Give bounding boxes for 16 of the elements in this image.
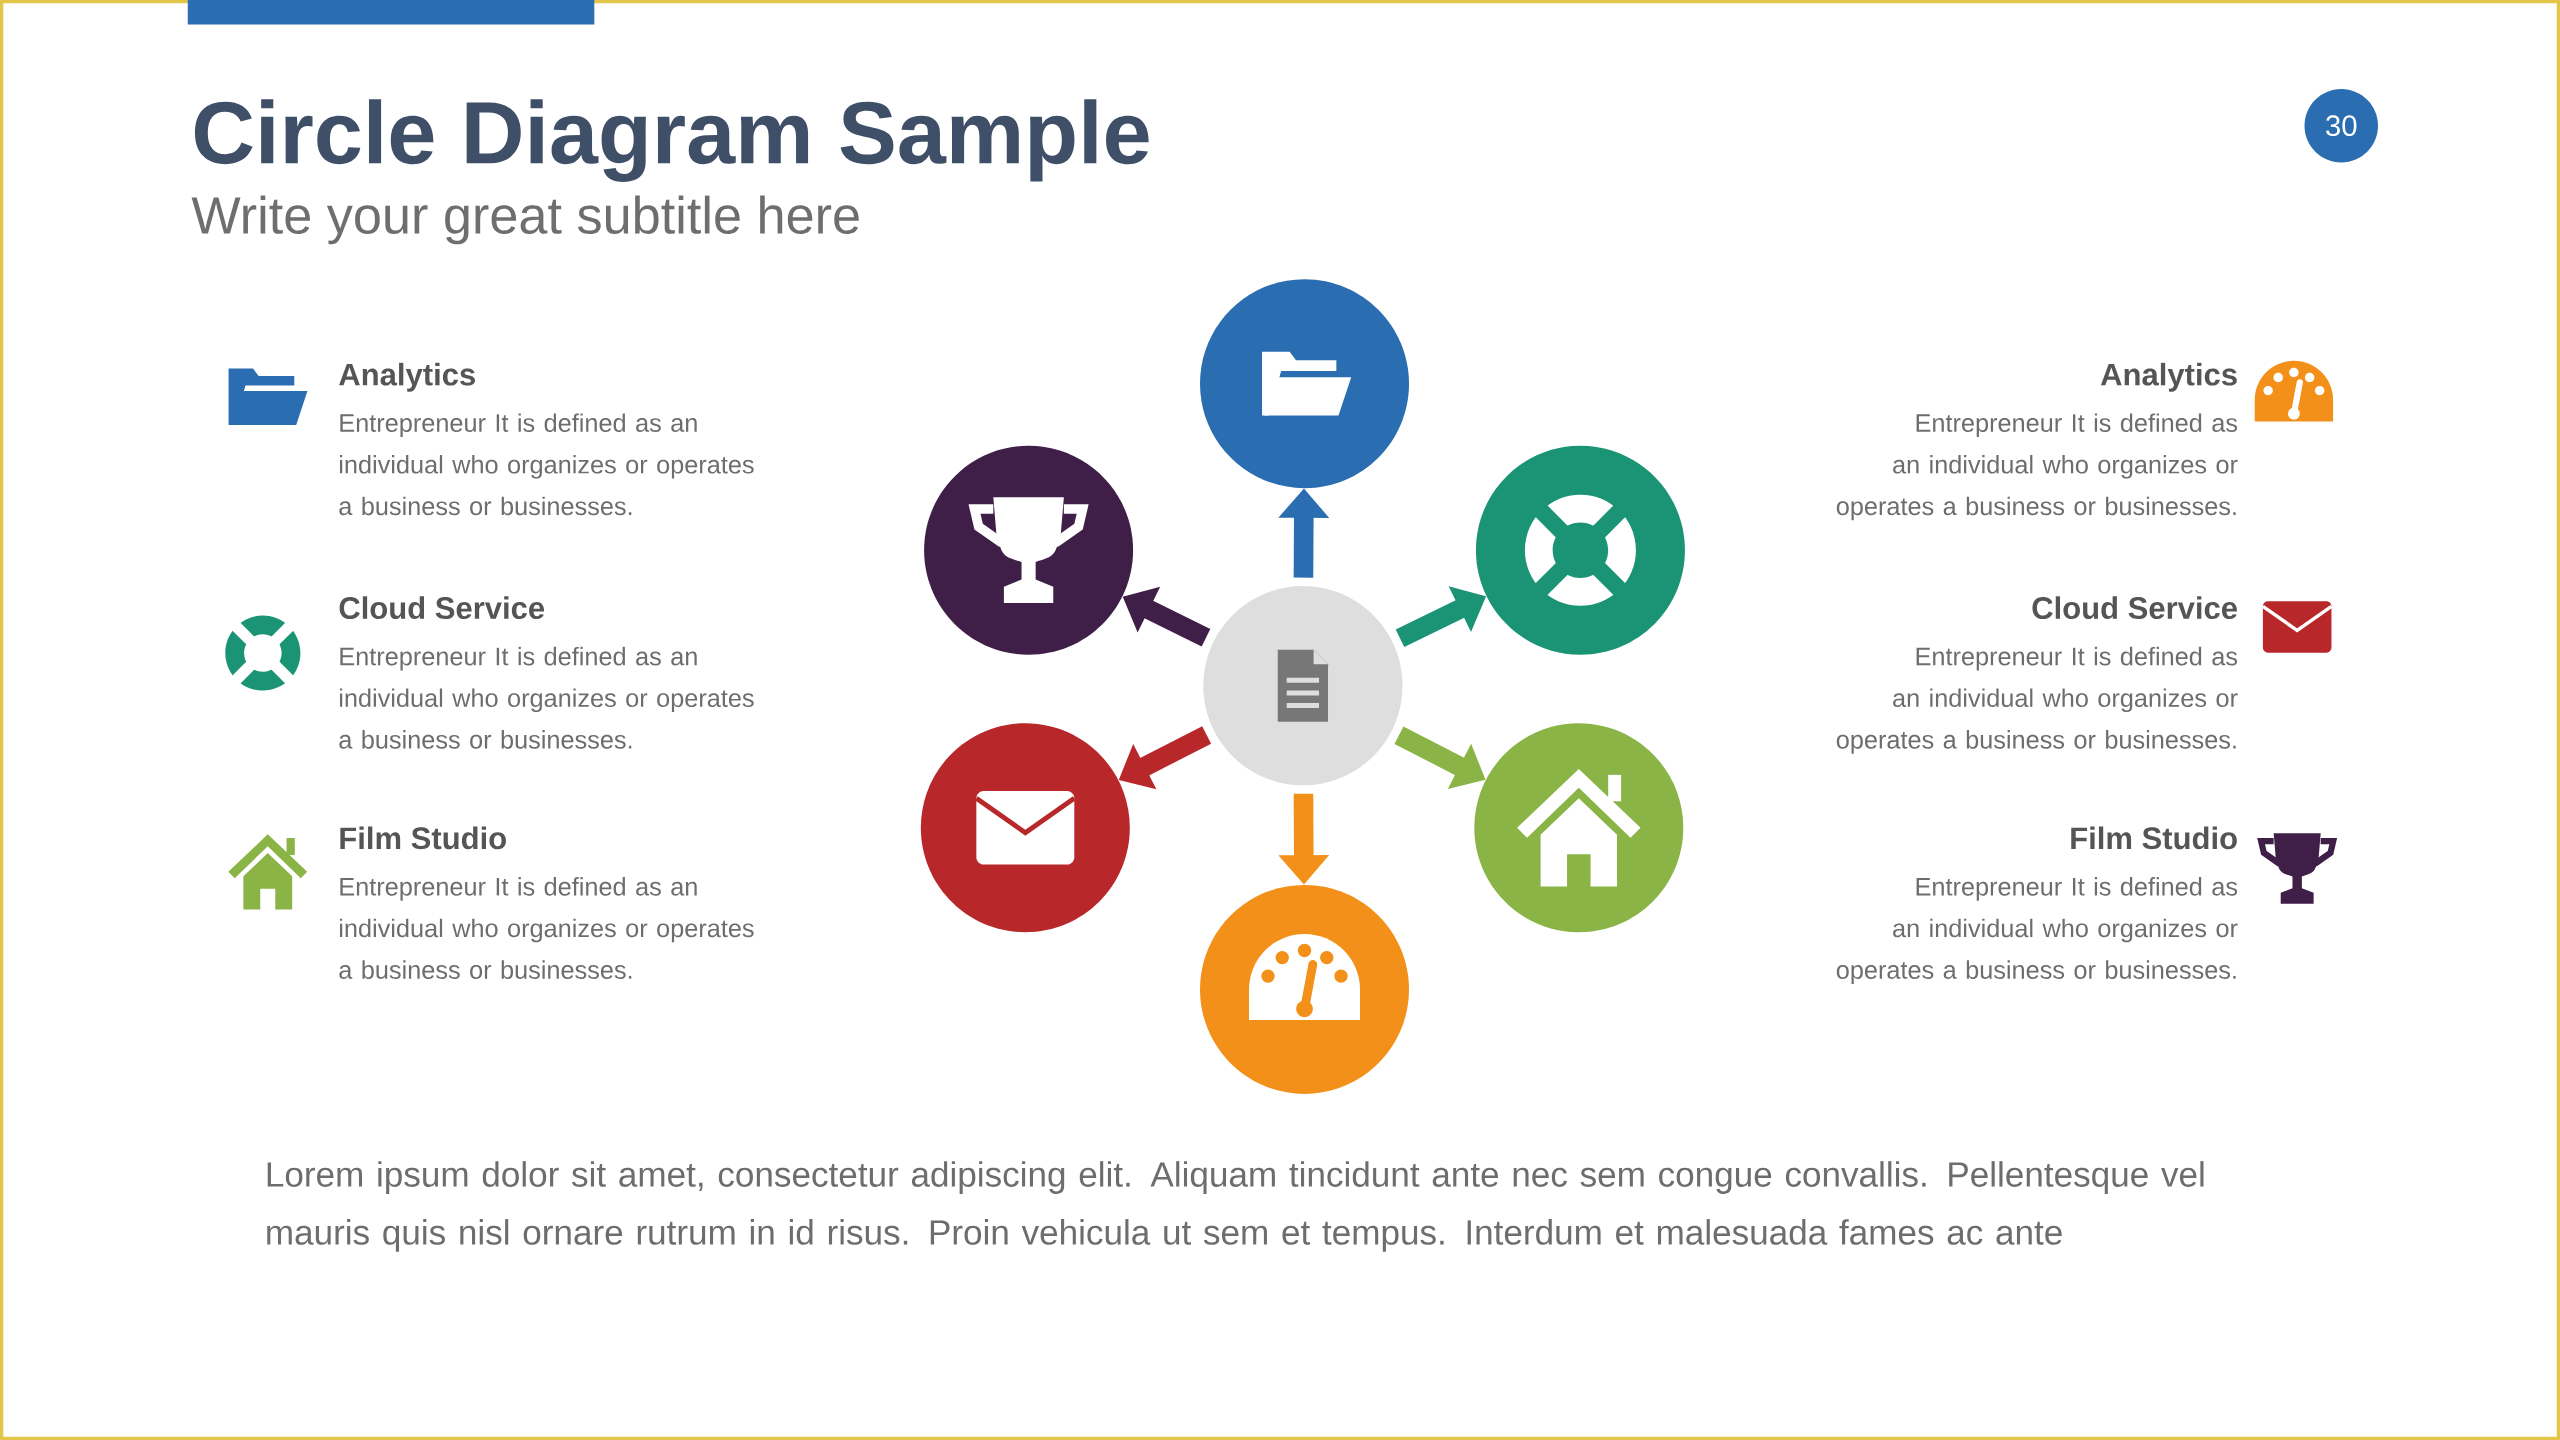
heading: Film Studio (340, 826, 506, 850)
description: Entrepreneur It is defined as an individual who organizes or operates a business or businesses. (339, 646, 754, 749)
paragraph: Lorem ipsum dolor sit amet, consectetur adipiscing elit. Aliquam tincidunt ante nec sem congue convallis. Pellentesque vel mauris quis nisl ornare rutrum in id risus. Proin vehicula ut sem et tempus. Interdum et malesuada fames ac ante (267, 1161, 2204, 1252)
page-number-badge: 30 (2304, 88, 2378, 163)
heading: Cloud Service (339, 596, 545, 620)
heading: Analytics (2100, 362, 2237, 392)
subtitle: Write your great subtitle here (191, 195, 859, 245)
description: Entrepreneur It is defined as an individual who organizes or operates a business or businesses. (339, 413, 754, 516)
title: Circle Diagram Sample (194, 99, 1149, 182)
description: Entrepreneur It is defined as an individual who organizes or operates a business or businesses. (1836, 413, 2238, 521)
description: Entrepreneur It is defined as an individual who organizes or operates a business or businesses. (1836, 877, 2238, 984)
heading: Cloud Service (2032, 596, 2237, 620)
heading: Analytics (339, 362, 475, 392)
description: Entrepreneur It is defined as an individual who organizes or operates a business or businesses. (1836, 646, 2238, 754)
description: Entrepreneur It is defined as an individual who organizes or operates a business or businesses. (339, 877, 754, 979)
heading: Film Studio (2071, 826, 2237, 850)
